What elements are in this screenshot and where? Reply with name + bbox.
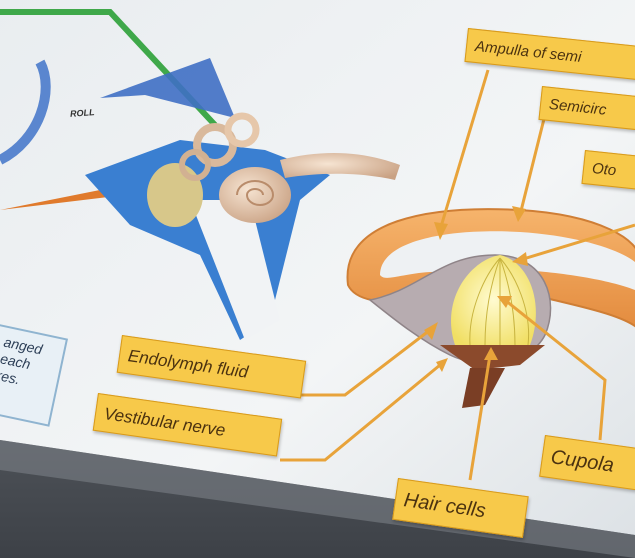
roll-axis-label: ROLL — [70, 107, 95, 119]
utricle — [147, 163, 203, 227]
saccule — [219, 167, 291, 223]
